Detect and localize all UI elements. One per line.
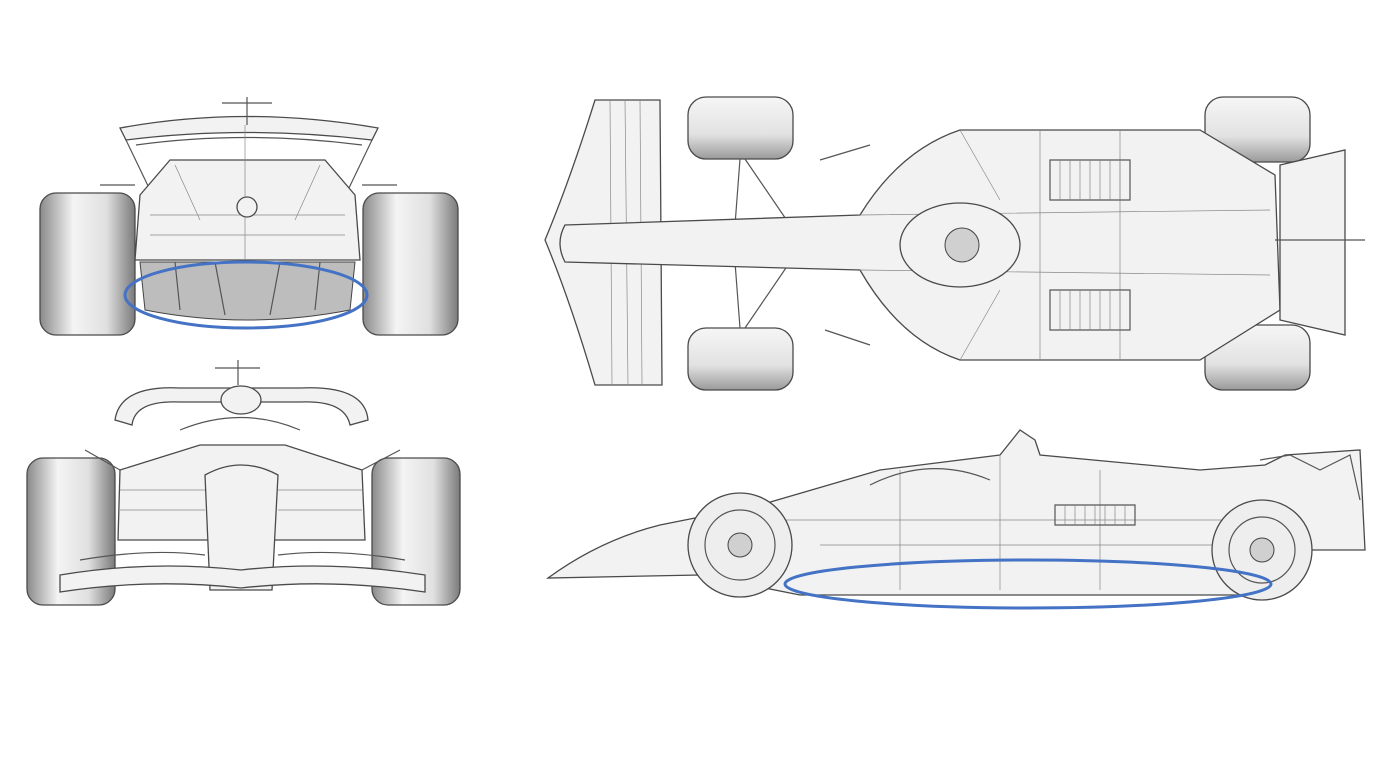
front-view (26, 360, 461, 606)
rear-left-tyre (39, 192, 136, 336)
top-front-left-tyre (687, 96, 794, 160)
halo (114, 387, 369, 426)
rear-right-tyre (362, 192, 459, 336)
side-front-wheel (687, 492, 793, 598)
side-view (545, 429, 1366, 601)
top-view (544, 96, 1365, 391)
nose (204, 464, 279, 591)
rear-wing-top (1279, 149, 1346, 336)
front-left-tyre (26, 457, 116, 606)
top-rear-left-tyre (1204, 96, 1311, 163)
rear-wing (119, 115, 379, 141)
top-front-right-tyre (687, 327, 794, 391)
front-wing (59, 565, 426, 593)
side-rear-wheel (1211, 499, 1313, 601)
rear-view (39, 97, 459, 336)
diffuser-highlight-ellipse (123, 260, 369, 330)
floor-highlight-ellipse (783, 558, 1273, 610)
front-right-tyre (371, 457, 461, 606)
diffuser (139, 261, 356, 321)
